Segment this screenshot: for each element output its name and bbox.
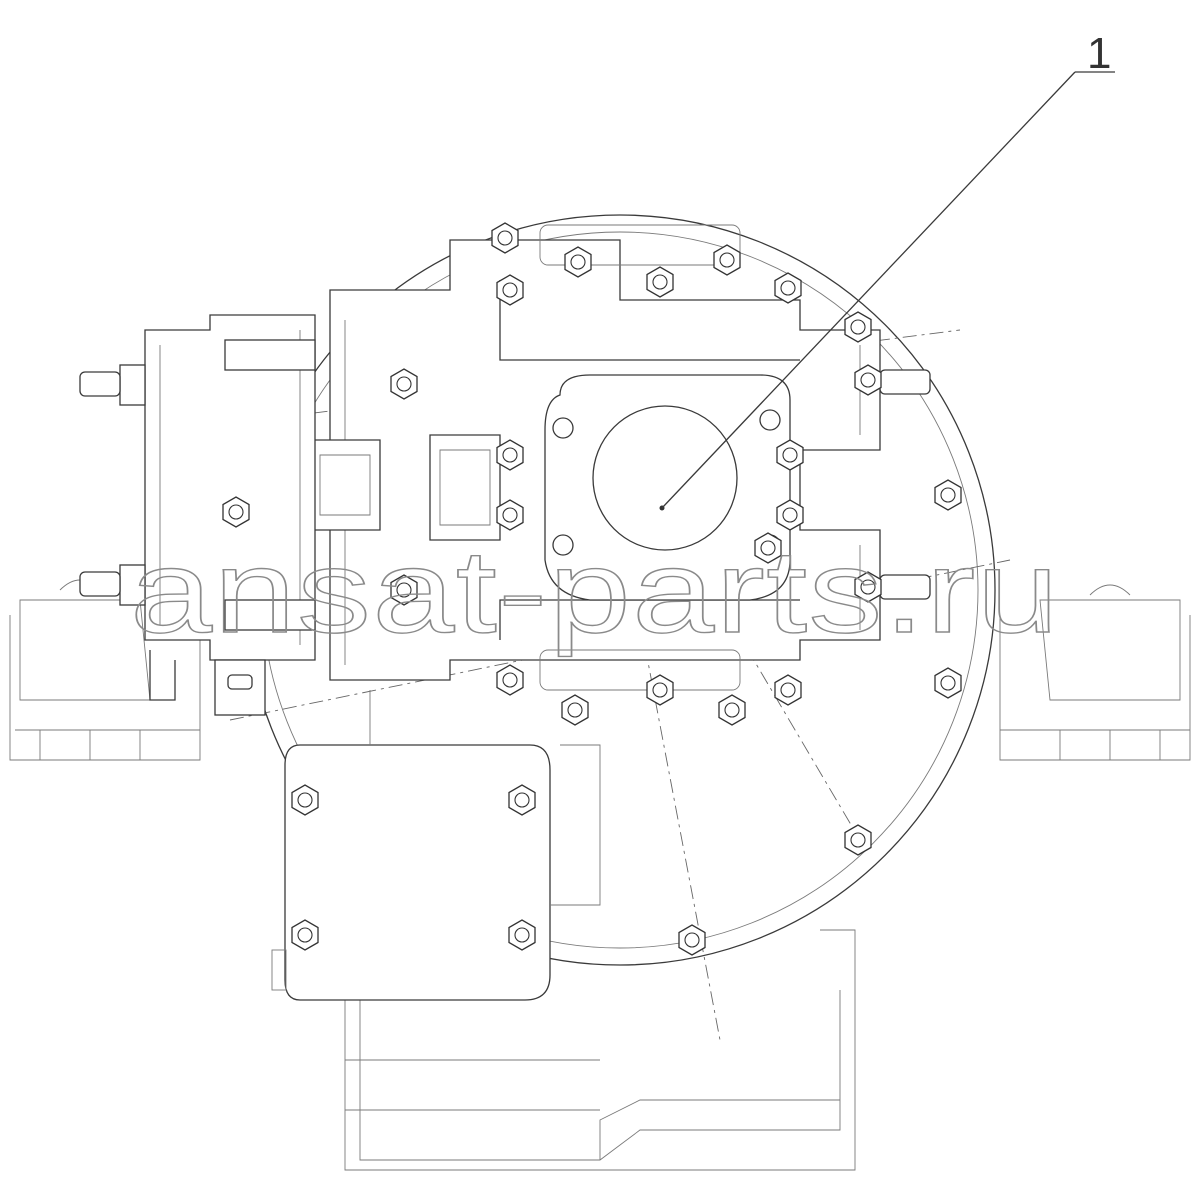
bolt-head-icon <box>390 368 418 400</box>
bolt-head-icon <box>496 439 524 471</box>
lower-housing <box>344 929 856 1171</box>
bolt-head-icon <box>934 479 962 511</box>
bolt-head-icon <box>678 924 706 956</box>
bolt-head-icon <box>561 694 589 726</box>
bolt-head-icon <box>496 664 524 696</box>
bolt-head-icon <box>496 274 524 306</box>
bolt-head-icon <box>491 222 519 254</box>
bolt-head-icon <box>496 499 524 531</box>
bolt-head-icon <box>291 919 319 951</box>
callout-1: 1 <box>661 29 1115 509</box>
callout-label: 1 <box>1087 29 1111 78</box>
bolt-head-icon <box>646 674 674 706</box>
bolt-head-icon <box>718 694 746 726</box>
bolts <box>222 222 962 956</box>
bolt-head-icon <box>854 571 882 603</box>
bolt-head-icon <box>754 532 782 564</box>
bolt-head-icon <box>774 674 802 706</box>
bolt-head-icon <box>222 496 250 528</box>
right-mount <box>999 584 1191 761</box>
bolt-head-icon <box>646 266 674 298</box>
inner-block <box>309 434 501 541</box>
bolt-head-icon <box>844 824 872 856</box>
right-fittings <box>879 369 931 600</box>
bolt-head-icon <box>291 784 319 816</box>
bolt-head-icon <box>508 919 536 951</box>
bolt-head-icon <box>776 499 804 531</box>
bolt-head-icon <box>934 667 962 699</box>
bolt-head-icon <box>564 246 592 278</box>
bolt-head-icon <box>774 272 802 304</box>
watermark: ansat-parts.ru <box>130 526 1060 658</box>
bolt-head-icon <box>508 784 536 816</box>
flange-plate <box>544 374 791 601</box>
bolt-head-icon <box>776 439 804 471</box>
solenoid-assembly <box>79 314 316 716</box>
bolt-head-icon <box>713 244 741 276</box>
bolt-head-icon <box>854 364 882 396</box>
bolt-head-icon <box>390 574 418 606</box>
cover-plate <box>271 690 601 1001</box>
bolt-head-icon <box>844 311 872 343</box>
